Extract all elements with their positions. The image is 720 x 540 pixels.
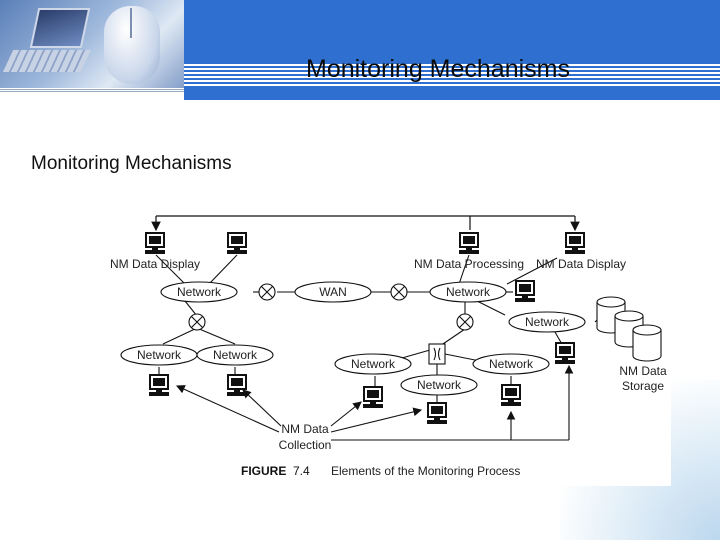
computer-terminal-icon [458, 232, 480, 255]
label-nm-collection-line2: Collection [278, 438, 332, 452]
network-center-right-ellipse [472, 353, 550, 375]
mouse-button-line [130, 8, 132, 38]
slide-title: Monitoring Mechanisms [306, 55, 570, 83]
laptop-screen-image [29, 8, 91, 48]
label-nm-processing: NM Data Processing [413, 257, 525, 271]
computer-terminal-icon [554, 342, 576, 365]
label-nm-storage-line1: NM Data [619, 364, 667, 378]
network-clouds [120, 281, 586, 396]
monitoring-process-figure: NM Data Display NM Data Processing NM Da… [85, 200, 671, 486]
slide-subtitle: Monitoring Mechanisms [31, 153, 232, 174]
label-wan: WAN [319, 285, 347, 299]
router-x-icon [390, 283, 408, 301]
figure-caption-text: Elements of the Monitoring Process [331, 464, 521, 478]
figure-caption-number: 7.4 [293, 464, 310, 478]
computer-terminal-icon [500, 384, 522, 407]
database-cylinder-icon [596, 296, 662, 362]
network-top-left-ellipse [160, 281, 238, 303]
computer-terminal-icon [226, 374, 248, 397]
computer-terminal-icon [226, 232, 248, 255]
network-links [155, 254, 606, 404]
header-photo-laptop-mouse [0, 0, 184, 92]
label-network-mid-left-b: Network [212, 348, 258, 362]
label-nm-display-right: NM Data Display [535, 257, 627, 271]
network-top-right-ellipse [429, 281, 507, 303]
label-network-right: Network [524, 315, 570, 329]
network-center-bottom-ellipse [400, 374, 478, 396]
label-network-top-left: Network [176, 285, 222, 299]
label-network-mid-left-a: Network [136, 348, 182, 362]
laptop-keyboard-image [2, 50, 92, 72]
label-network-top-right: Network [445, 285, 491, 299]
header-stripes [184, 64, 720, 86]
computer-terminal-icon [564, 232, 586, 255]
label-network-center-right: Network [488, 357, 534, 371]
computer-terminal-icon [144, 232, 166, 255]
network-right-ellipse [508, 311, 586, 333]
router-x-icon [456, 313, 474, 331]
network-mid-left-b-ellipse [196, 344, 274, 366]
routers [188, 283, 474, 331]
figure-diagram [120, 215, 662, 441]
top-distribution-line [151, 215, 580, 232]
router-x-icon [258, 283, 276, 301]
computer-terminal-icon [362, 386, 384, 409]
computer-terminal-icon [514, 280, 536, 303]
wan-ellipse [294, 281, 372, 303]
label-network-center-bottom: Network [416, 378, 462, 392]
bridge-icon [428, 343, 446, 365]
label-nm-display-left: NM Data Display [109, 257, 201, 271]
collection-arrows [175, 364, 574, 441]
label-nm-collection-line1: NM Data [281, 422, 329, 436]
computer-terminal-icon [148, 374, 170, 397]
mouse-image [104, 6, 160, 84]
network-center-left-ellipse [334, 353, 412, 375]
figure-caption-label: FIGURE [241, 464, 287, 478]
router-x-icon [188, 313, 206, 331]
label-nm-storage-line2: Storage [621, 379, 665, 393]
computer-terminal-icon [426, 402, 448, 425]
header-left-stripes [0, 88, 184, 92]
label-network-center-left: Network [350, 357, 396, 371]
